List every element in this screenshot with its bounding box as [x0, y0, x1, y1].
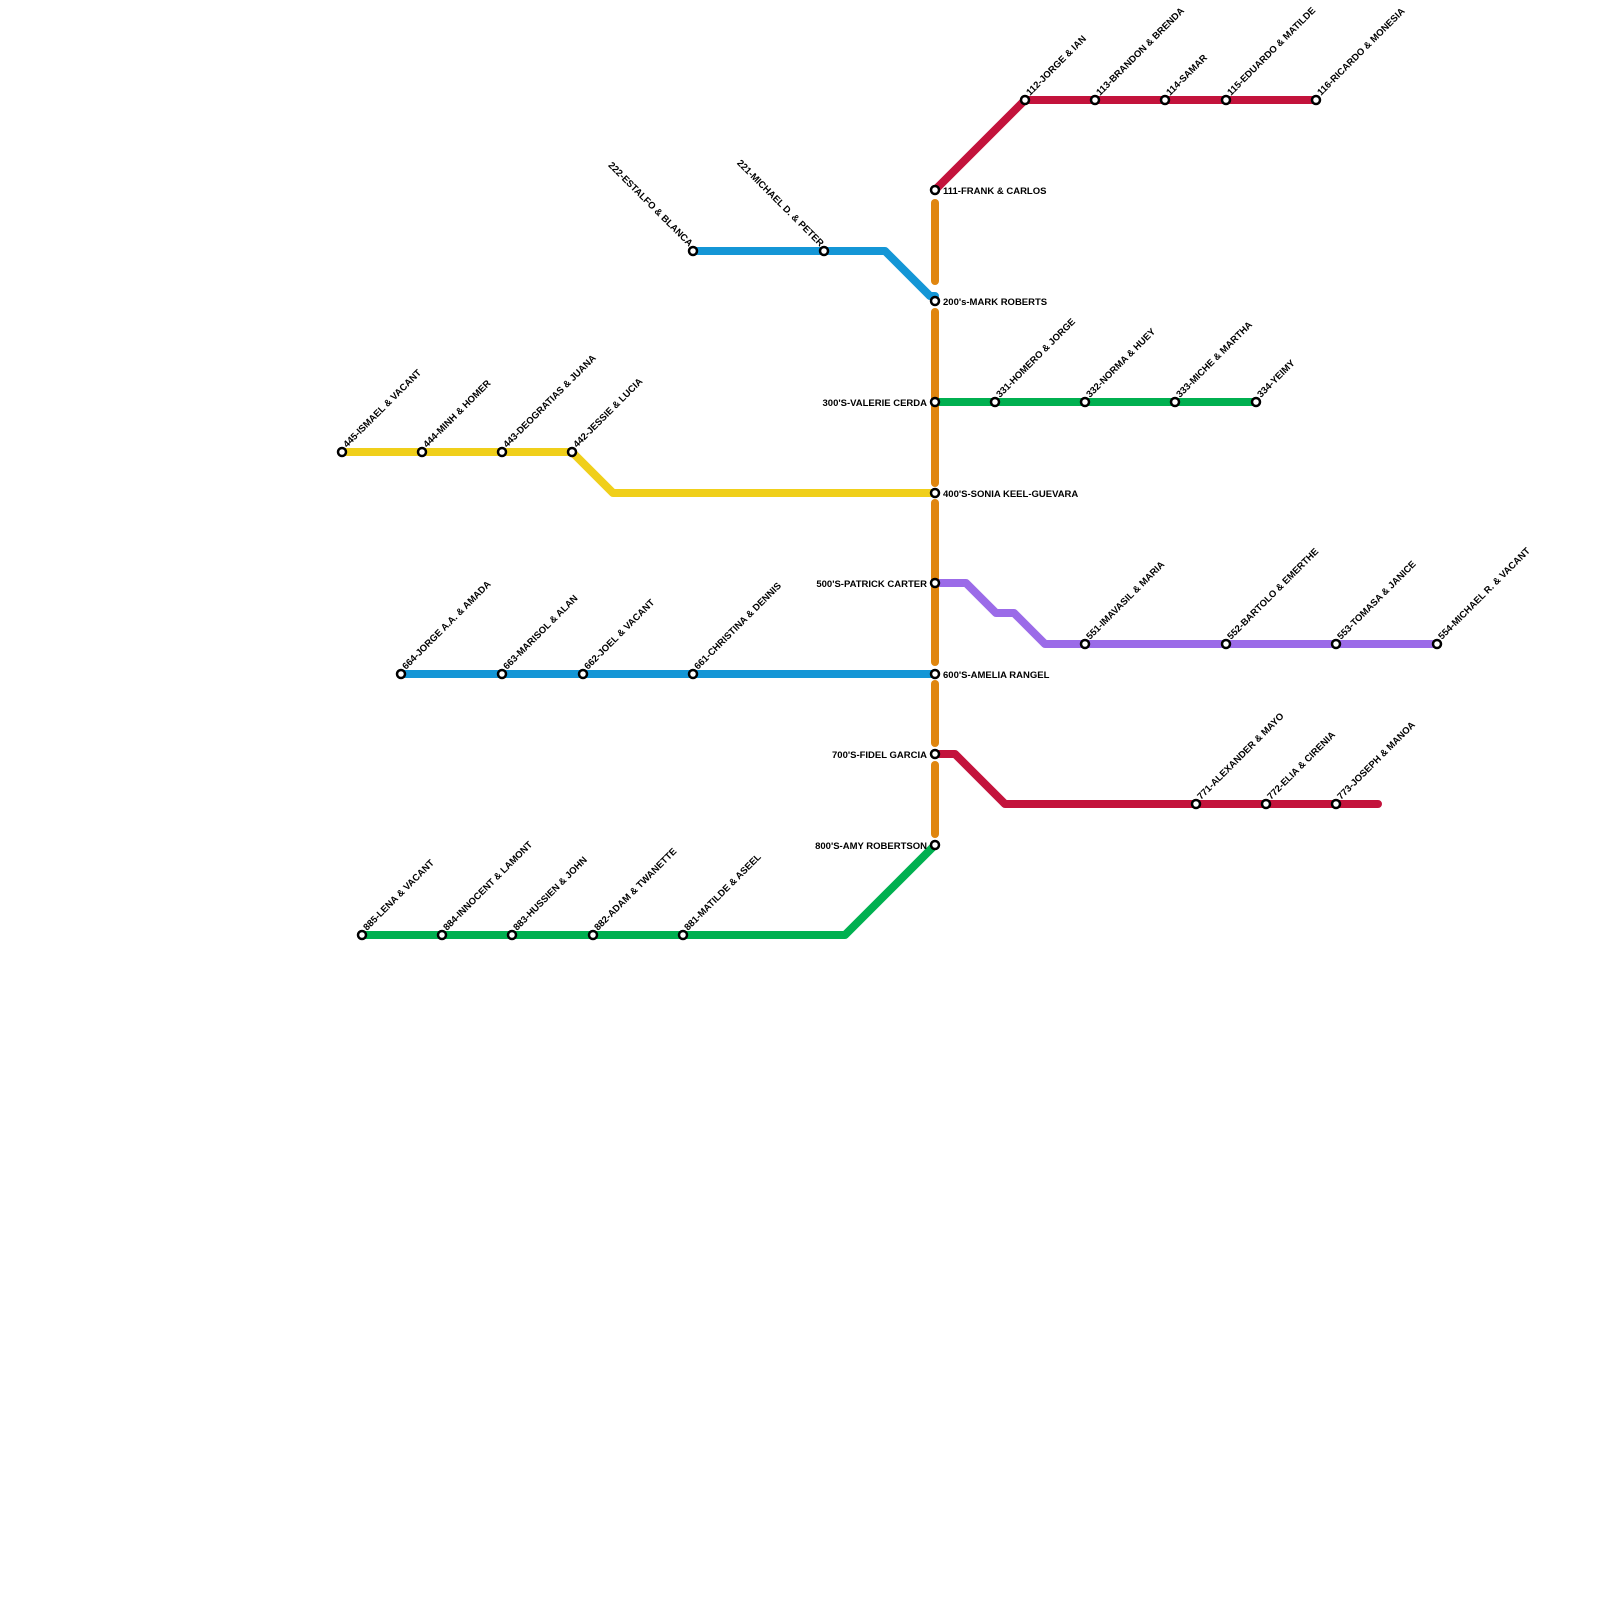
station-marker[interactable]: [496, 446, 508, 458]
station-label-553: 553-TOMASA & JANICE: [1335, 559, 1418, 642]
station-marker[interactable]: [1260, 798, 1272, 810]
station-label-333: 333-MICHE & MARTHA: [1174, 319, 1255, 400]
station-label-882: 882-ADAM & TWANETTE: [592, 846, 679, 933]
station-label-700: 700'S-FIDEL GARCIA: [832, 750, 927, 761]
station-marker[interactable]: [1310, 94, 1322, 106]
station-marker[interactable]: [929, 748, 941, 760]
station-marker[interactable]: [1220, 94, 1232, 106]
station-marker[interactable]: [929, 487, 941, 499]
station-marker[interactable]: [506, 929, 518, 941]
station-label-222: 222-ESTALFO & BLANCA: [606, 160, 695, 249]
station-label-111: 111-FRANK & CARLOS: [943, 186, 1046, 197]
station-marker[interactable]: [989, 396, 1001, 408]
station-label-664: 664-JORGE A.A. & AMADA: [400, 579, 493, 672]
station-label-885: 885-LENA & VACANT: [361, 858, 436, 933]
station-marker[interactable]: [687, 668, 699, 680]
station-label-551: 551-IMAVASIL & MARIA: [1084, 559, 1167, 642]
station-marker[interactable]: [496, 668, 508, 680]
station-marker[interactable]: [577, 668, 589, 680]
station-label-300: 300'S-VALERIE CERDA: [823, 398, 928, 409]
station-label-112: 112-JORGE & IAN: [1024, 33, 1089, 98]
station-label-332: 332-NORMA & HUEY: [1084, 326, 1158, 400]
station-label-552: 552-BARTOLO & EMERTHE: [1225, 546, 1321, 642]
station-label-200: 200's-MARK ROBERTS: [943, 297, 1047, 308]
station-marker[interactable]: [1079, 638, 1091, 650]
station-marker[interactable]: [436, 929, 448, 941]
station-marker[interactable]: [929, 577, 941, 589]
line-400s: [338, 448, 939, 497]
station-marker[interactable]: [1330, 798, 1342, 810]
station-marker[interactable]: [1169, 396, 1181, 408]
station-label-662: 662-JOEL & VACANT: [582, 597, 657, 672]
station-marker[interactable]: [1431, 638, 1443, 650]
station-label-442: 442-JESSIE & LUCIA: [571, 376, 645, 450]
station-marker[interactable]: [395, 668, 407, 680]
station-marker[interactable]: [818, 245, 830, 257]
station-label-114: 114-SAMAR: [1164, 53, 1210, 99]
station-marker[interactable]: [929, 184, 941, 196]
station-marker[interactable]: [1190, 798, 1202, 810]
station-marker[interactable]: [929, 839, 941, 851]
station-label-116: 116-RICARDO & MONESIA: [1315, 6, 1407, 98]
station-label-772: 772-ELIA & CIRENIA: [1265, 730, 1338, 803]
station-marker[interactable]: [416, 446, 428, 458]
line-800s: [358, 841, 939, 939]
station-label-334: 334-YEIMY: [1255, 358, 1298, 401]
station-label-554: 554-MICHAEL R. & VACANT: [1436, 546, 1532, 642]
station-label-221: 221-MICHAEL D. & PETER: [734, 158, 825, 249]
station-marker[interactable]: [929, 668, 941, 680]
station-label-400: 400'S-SONIA KEEL-GUEVARA: [943, 489, 1078, 500]
station-marker[interactable]: [336, 446, 348, 458]
line-200s: [689, 247, 939, 300]
station-marker[interactable]: [1330, 638, 1342, 650]
station-marker[interactable]: [1159, 94, 1171, 106]
station-marker[interactable]: [1250, 396, 1262, 408]
lines: [338, 96, 1440, 939]
station-markers: [336, 94, 1443, 941]
station-label-773: 773-JOSEPH & MANOA: [1335, 720, 1418, 803]
station-label-500: 500'S-PATRICK CARTER: [816, 579, 927, 590]
line-100s: [931, 96, 1319, 194]
station-marker[interactable]: [677, 929, 689, 941]
station-marker[interactable]: [1220, 638, 1232, 650]
station-label-661: 661-CHRISTINA & DENNIS: [692, 581, 784, 673]
station-marker[interactable]: [687, 245, 699, 257]
station-marker[interactable]: [1089, 94, 1101, 106]
station-marker[interactable]: [566, 446, 578, 458]
station-label-600: 600'S-AMELIA RANGEL: [943, 670, 1050, 681]
station-label-331: 331-HOMERO & JORGE: [994, 317, 1078, 401]
station-label-881: 881-MATILDE & ASEEL: [682, 852, 763, 933]
station-label-444: 444-MINH & HOMER: [421, 378, 493, 450]
station-label-800: 800'S-AMY ROBERTSON: [815, 841, 927, 852]
station-label-445: 445-ISMAEL & VACANT: [341, 367, 424, 450]
station-marker[interactable]: [356, 929, 368, 941]
station-marker[interactable]: [1079, 396, 1091, 408]
station-label-883: 883-HUSSIEN & JOHN: [511, 855, 589, 933]
line-500s: [931, 579, 1440, 648]
station-label-115: 115-EDUARDO & MATILDE: [1225, 5, 1318, 98]
station-label-663: 663-MARISOL & ALAN: [501, 593, 580, 672]
station-marker[interactable]: [929, 396, 941, 408]
station-marker[interactable]: [929, 295, 941, 307]
station-marker[interactable]: [587, 929, 599, 941]
station-marker[interactable]: [1019, 94, 1031, 106]
